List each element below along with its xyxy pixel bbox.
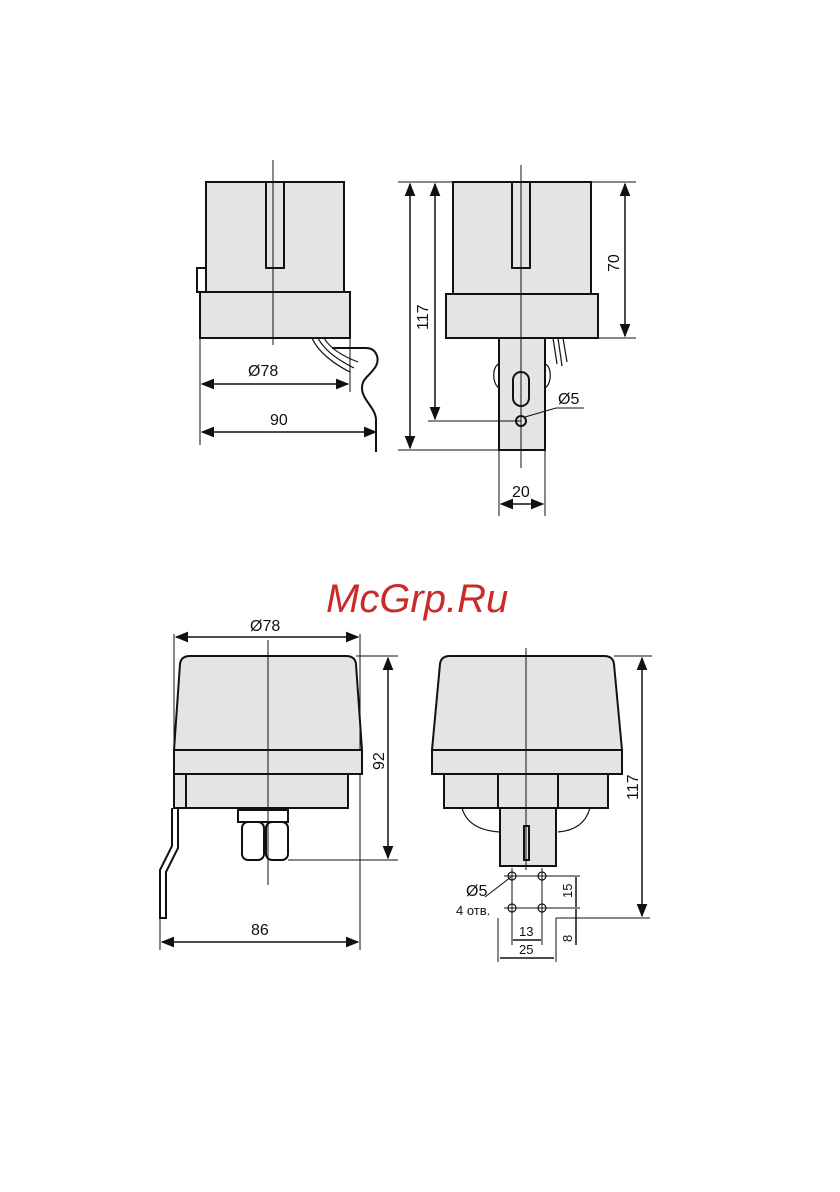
mounting-bracket: [499, 338, 545, 450]
sensor-dome: [432, 656, 622, 750]
dim-total-height-label: 117: [625, 774, 642, 800]
watermark: McGrp.Ru: [326, 577, 508, 621]
cable-wires: [312, 338, 358, 372]
sensor-base: [200, 292, 350, 338]
gland-nut-right: [266, 822, 288, 860]
dim-spacing-13-label: 13: [519, 924, 533, 939]
dim-offset-8-label: 8: [560, 935, 575, 942]
cable-wires: [553, 338, 567, 366]
holes-count-label: 4 отв.: [456, 903, 490, 918]
dim-cap-height-label: 70: [606, 254, 623, 272]
bracket-profile: [332, 348, 378, 452]
dome-rim: [432, 750, 622, 774]
mount-tab: [197, 268, 206, 292]
dim-spacing-25-label: 25: [519, 942, 533, 957]
base-shadow-right: [558, 808, 590, 832]
dim-spacing-15-label: 15: [560, 884, 575, 898]
sensor-base: [446, 294, 598, 338]
dim-width-label: 86: [251, 922, 269, 939]
hole-callout-label: Ø5: [558, 391, 579, 408]
dim-width-label: 90: [270, 412, 288, 429]
dim-total-height-label: 117: [415, 304, 432, 330]
bottom-front-view: Ø5 4 отв. 13 25 15 8 117: [432, 648, 652, 962]
cable-gland: [238, 810, 288, 822]
bracket-strip: [160, 808, 178, 918]
mount-tab: [174, 774, 186, 808]
bottom-side-view: Ø78 92 86: [160, 618, 398, 950]
hole-callout-label: Ø5: [466, 883, 487, 900]
hole-callout-leader: [485, 877, 511, 897]
dim-bracket-width-label: 20: [512, 484, 530, 501]
bracket-upper: [498, 774, 558, 808]
gland-nut-left: [242, 822, 264, 860]
dim-height-label: 92: [371, 752, 388, 770]
dim-diameter-label: Ø78: [250, 618, 280, 635]
sensor-cap: [453, 182, 591, 294]
dim-diameter-label: Ø78: [248, 363, 278, 380]
top-side-view: Ø78 90: [197, 160, 378, 452]
top-front-view: 117 70 Ø5 20: [398, 165, 636, 516]
sensor-base: [186, 774, 348, 808]
sensor-cap: [206, 182, 344, 292]
base-shadow-left: [462, 808, 500, 832]
